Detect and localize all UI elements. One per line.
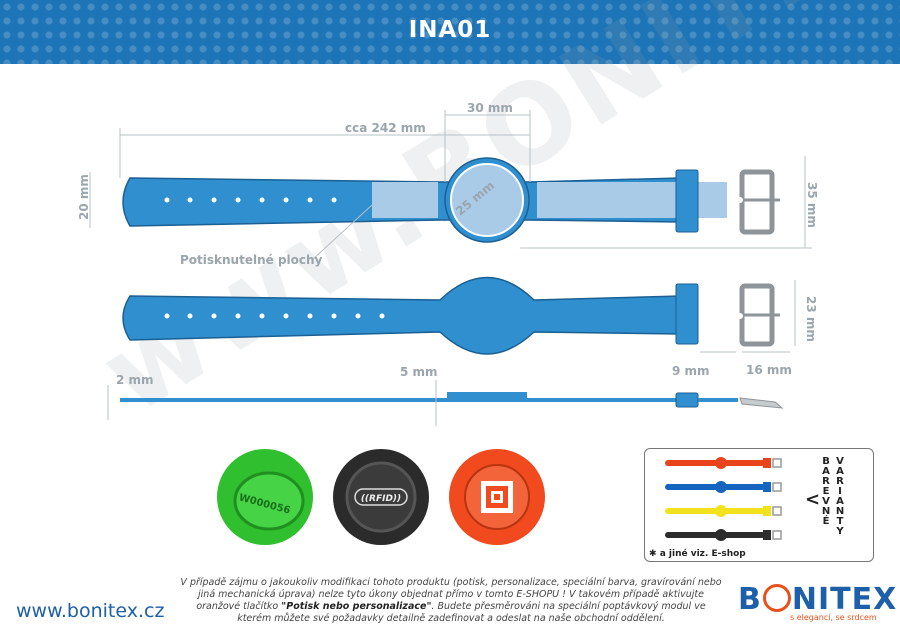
dim-buckle-height: 35 mm <box>805 182 819 228</box>
header-banner: INA01 <box>0 0 900 64</box>
dim-buckle-length: 16 mm <box>746 363 792 377</box>
technical-drawing: cca 242 mm 30 mm 25 mm 20 mm 35 mm 23 mm… <box>77 101 819 426</box>
logo-slogan: s elegancí, se srdcem <box>790 613 877 622</box>
wristband-back-view <box>122 276 780 355</box>
thumbnail-rfid: ((RFID)) <box>333 449 429 545</box>
variants-arrow: < <box>805 489 821 510</box>
wristband-top-view <box>122 157 780 243</box>
footer-text-button: "Potisk nebo personalizace" <box>281 601 432 612</box>
logo-o-icon <box>762 583 791 612</box>
dim-thickness: 2 mm <box>116 373 154 387</box>
dim-loop-width: 9 mm <box>672 364 710 378</box>
dim-buckle-side: 23 mm <box>804 296 818 342</box>
footer-website-link[interactable]: www.bonitex.cz <box>16 600 165 622</box>
footer-text-before: V případě zájmu o jakoukoliv modifikaci … <box>180 577 722 612</box>
dim-dial-width: 30 mm <box>467 101 513 115</box>
thumbnail-green: W000056 <box>217 449 313 545</box>
thumbnail-red <box>449 449 545 545</box>
variant-bands <box>665 457 782 541</box>
variants-title-right: VARIANTY <box>835 456 845 537</box>
logo-letter-b: B <box>738 582 762 617</box>
footer-notice: V případě zájmu o jakoukoliv modifikaci … <box>178 577 724 625</box>
dim-total-length: cca 242 mm <box>345 121 426 135</box>
variants-note: ✱ a jiné viz. E-shop <box>649 549 746 559</box>
dim-band-height: 20 mm <box>77 174 91 220</box>
wristband-side-view <box>120 392 784 409</box>
thumbnail-rfid-text: ((RFID)) <box>361 494 401 504</box>
print-area-label: Potisknutelné plochy <box>180 253 323 267</box>
page-title: INA01 <box>408 17 492 43</box>
footer-text-after: . Budete přesměrováni na speciální poptá… <box>237 601 706 624</box>
variants-title-left: BAREVNÉ <box>821 456 831 527</box>
color-variants-box: < BAREVNÉ VARIANTY ✱ a jiné viz. E-shop <box>644 448 874 562</box>
bonitex-logo: B NITEX <box>738 582 897 617</box>
dim-dial-thickness: 5 mm <box>400 365 438 379</box>
variants-note-text: a jiné viz. E-shop <box>659 549 746 559</box>
logo-rest: NITEX <box>791 582 898 617</box>
